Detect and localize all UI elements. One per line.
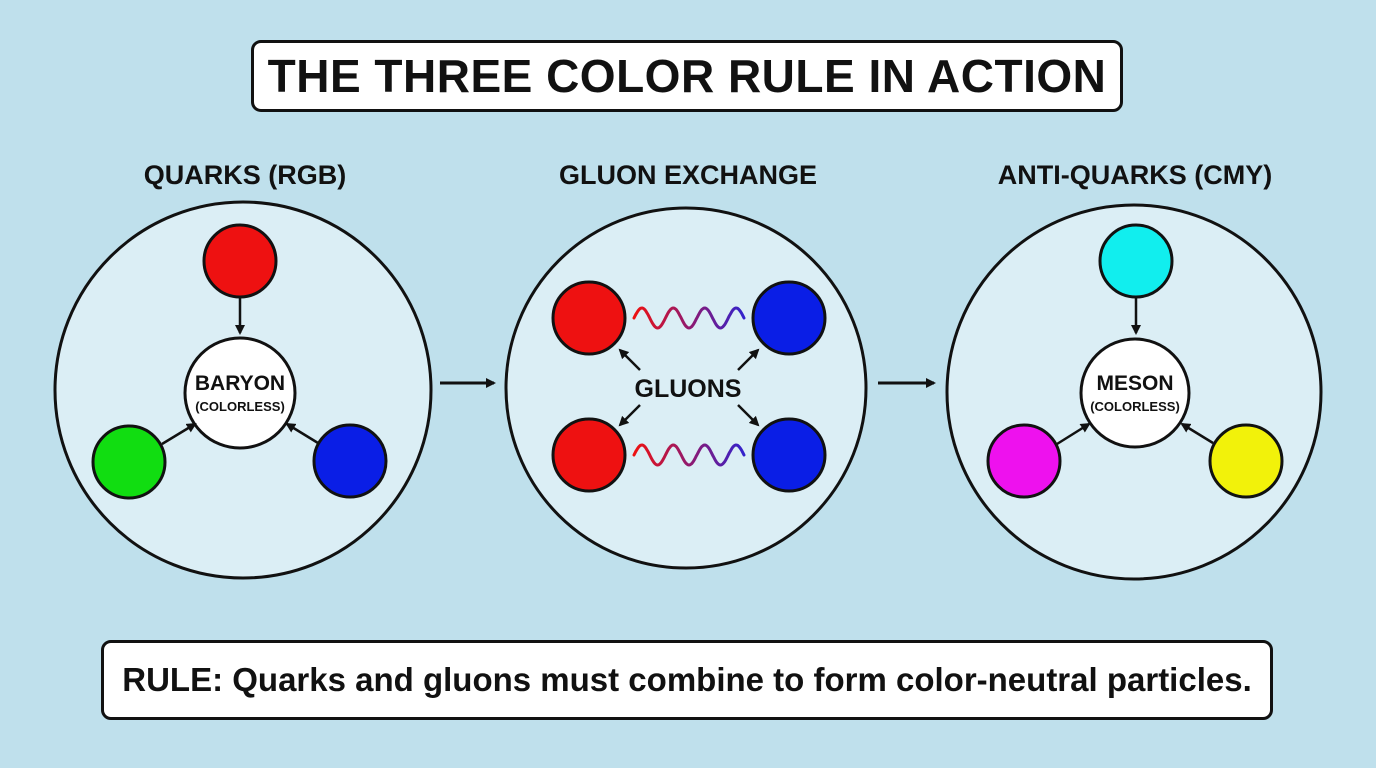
panel-gluon-exchange: GLUONS <box>504 206 868 570</box>
title-box: THE THREE COLOR RULE IN ACTION <box>251 40 1123 112</box>
panel-label-gluon-exchange: GLUON EXCHANGE <box>558 160 818 190</box>
meson-node <box>1079 337 1191 449</box>
arrow-yellow-to-meson <box>1180 422 1214 445</box>
panel-label-quarks: QUARKS (RGB) <box>143 160 347 190</box>
cyan-antiquark <box>1098 223 1174 299</box>
baryon-sublabel: (COLORLESS) <box>195 399 285 414</box>
red-quark-top <box>551 280 627 356</box>
panel-quarks: BARYON (COLORLESS) <box>53 200 433 580</box>
gluon-wave-bottom <box>632 443 746 467</box>
meson-sublabel: (COLORLESS) <box>1090 399 1180 414</box>
arrow-gluons-to-red-bottom <box>618 404 641 427</box>
arrow-gluons-to-red-top <box>618 348 641 371</box>
meson-label: MESON <box>1096 372 1173 395</box>
magenta-antiquark <box>986 423 1062 499</box>
page-title: THE THREE COLOR RULE IN ACTION <box>267 50 1107 102</box>
arrow-gluons-to-blue-bottom <box>737 404 760 427</box>
panel-label-anti-quarks: ANTI-QUARKS (CMY) <box>997 160 1273 190</box>
blue-quark <box>312 423 388 499</box>
blue-quark-bottom <box>751 417 827 493</box>
gluon-wave-top <box>632 306 746 330</box>
arrow-gluons-to-blue-top <box>737 348 760 371</box>
gluons-label: GLUONS <box>635 375 742 403</box>
baryon-label: BARYON <box>195 372 285 395</box>
arrow-blue-to-baryon <box>285 422 319 445</box>
yellow-antiquark <box>1208 423 1284 499</box>
arrow-green-to-baryon <box>161 422 197 446</box>
arrow-magenta-to-meson <box>1056 422 1091 446</box>
rule-box: RULE: Quarks and gluons must combine to … <box>101 640 1273 720</box>
red-quark <box>202 223 278 299</box>
rule-text: RULE: Quarks and gluons must combine to … <box>122 661 1252 698</box>
red-quark-bottom <box>551 417 627 493</box>
panel-anti-quarks: MESON (COLORLESS) <box>945 203 1323 581</box>
baryon-node <box>183 336 297 450</box>
blue-quark-top <box>751 280 827 356</box>
green-quark <box>91 424 167 500</box>
